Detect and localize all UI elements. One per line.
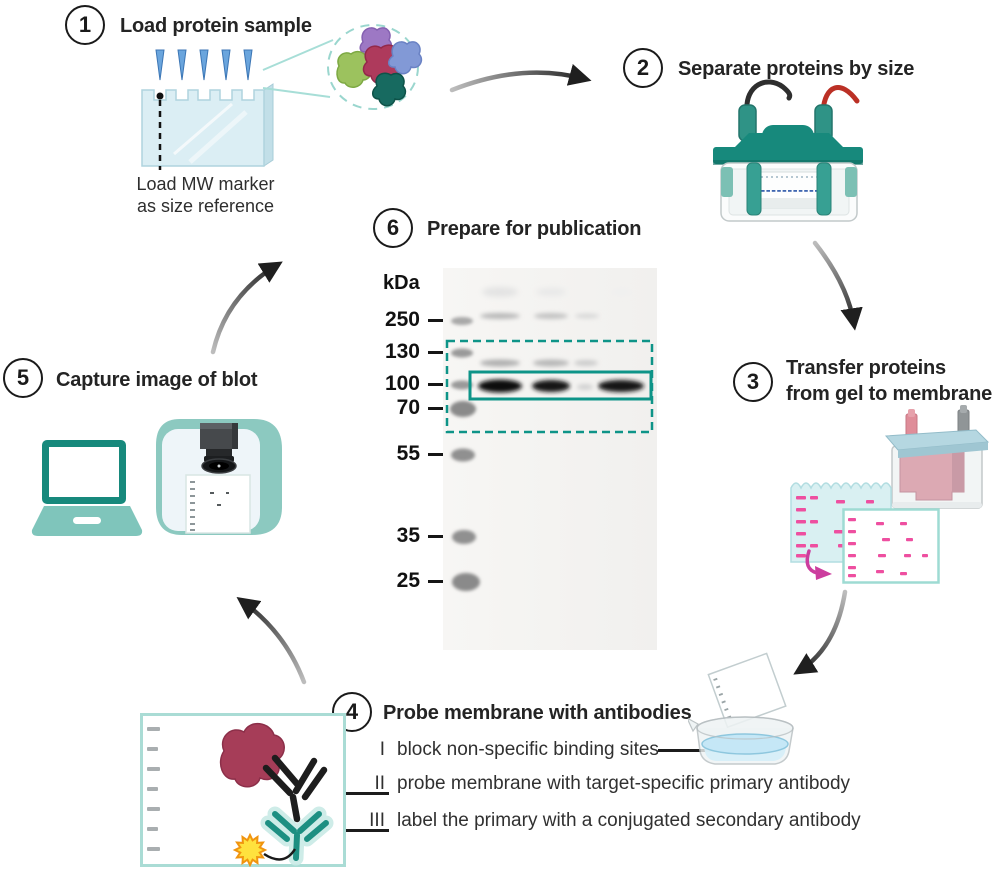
mw-marker-row: 70 — [370, 396, 450, 422]
mw-marker-dash — [428, 535, 448, 538]
step6-title: Prepare for publication — [427, 218, 642, 240]
step4-item-2-underline — [328, 792, 389, 795]
arrow-step4-to-step5 — [236, 597, 307, 685]
blot-image — [443, 268, 657, 650]
step4-item-1-leader-line — [658, 749, 715, 752]
conjugate-starburst — [232, 832, 268, 867]
transfer-tank-icon — [884, 405, 990, 509]
step1-note: Load MW marker as size reference — [123, 173, 288, 217]
step4-item-1-numeral: I — [379, 739, 385, 760]
mw-marker-dash — [428, 351, 448, 354]
primary-antibody — [262, 754, 328, 823]
mw-marker-row: 25 — [370, 569, 450, 595]
step4-item-2-numeral-box: II — [345, 773, 385, 795]
step1-note-line2: as size reference — [136, 196, 275, 216]
mw-marker-value: 25 — [396, 569, 420, 592]
step4-item-3-numeral-box: III — [345, 810, 385, 832]
mw-marker-value: 130 — [384, 340, 420, 363]
step4-item-3-underline — [328, 829, 389, 832]
step3-title-line2: from gel to membrane — [786, 383, 993, 405]
step6-number-circle: 6 — [373, 208, 413, 248]
mw-marker-dash — [428, 383, 448, 386]
step4-item-1-text: block non-specific binding sites — [397, 739, 659, 760]
mw-marker-value: 35 — [396, 524, 420, 547]
step2-number-circle: 2 — [623, 48, 663, 88]
mw-marker-value: 55 — [396, 442, 420, 465]
mw-marker-row: 55 — [370, 442, 450, 468]
gel-icon — [141, 83, 274, 167]
step2-number: 2 — [636, 55, 650, 80]
step6-number: 6 — [386, 215, 400, 240]
kda-unit-label: kDa — [383, 272, 420, 294]
mw-marker-dash — [428, 580, 448, 583]
mw-marker-row: 130 — [370, 340, 450, 366]
laptop-icon — [31, 440, 143, 536]
step4-title: Probe membrane with antibodies — [383, 702, 692, 724]
electrophoresis-tank-icon — [713, 79, 863, 222]
mw-marker-dash — [428, 453, 448, 456]
arrow-step2-to-step3 — [812, 240, 863, 331]
transfer-arrow-icon — [805, 549, 832, 580]
step4-item-2-text: probe membrane with target-specific prim… — [397, 773, 851, 794]
arrow-step1-to-step2 — [449, 63, 592, 93]
step1-number-circle: 1 — [65, 5, 105, 45]
step2-title: Separate proteins by size — [678, 58, 915, 80]
step4-item-1-numeral-box: I — [345, 739, 385, 761]
mw-marker-value: 70 — [396, 396, 420, 419]
mw-marker-dash — [428, 319, 448, 322]
step3-number-circle: 3 — [733, 362, 773, 402]
mw-marker-value: 250 — [384, 308, 420, 331]
step4-number: 4 — [345, 699, 359, 724]
membrane-antibody-icon — [140, 713, 346, 867]
step4-item-3-numeral: III — [369, 810, 385, 831]
arrow-step5-to-step1 — [210, 261, 283, 355]
protein-mixture-icon — [327, 24, 423, 110]
step3-title: Transfer proteins from gel to membrane — [786, 355, 992, 407]
mw-marker-row: 35 — [370, 524, 450, 550]
step4-item-3-text: label the primary with a conjugated seco… — [397, 810, 861, 831]
step1-title: Load protein sample — [120, 15, 312, 37]
step3-title-line1: Transfer proteins — [786, 357, 946, 379]
step5-number-circle: 5 — [3, 358, 43, 398]
pipette-tips-icon — [155, 49, 253, 81]
transfer-membrane-icon — [842, 508, 940, 584]
mw-marker-row: 250 — [370, 308, 450, 334]
beaker-icon — [688, 652, 794, 765]
mw-marker-value: 100 — [384, 372, 420, 395]
step3-number: 3 — [746, 369, 760, 394]
mw-marker-dash — [428, 407, 448, 410]
step4-number-circle: 4 — [332, 692, 372, 732]
imager-icon — [156, 419, 282, 535]
step5-title: Capture image of blot — [56, 369, 258, 391]
step5-number: 5 — [16, 365, 30, 390]
step4-item-2-numeral: II — [374, 773, 385, 794]
mw-marker-row: 100 — [370, 372, 450, 398]
secondary-antibody — [265, 811, 329, 861]
step1-number: 1 — [78, 12, 92, 37]
step1-note-line1: Load MW marker — [136, 174, 275, 194]
zoom-cone-line — [262, 39, 334, 71]
